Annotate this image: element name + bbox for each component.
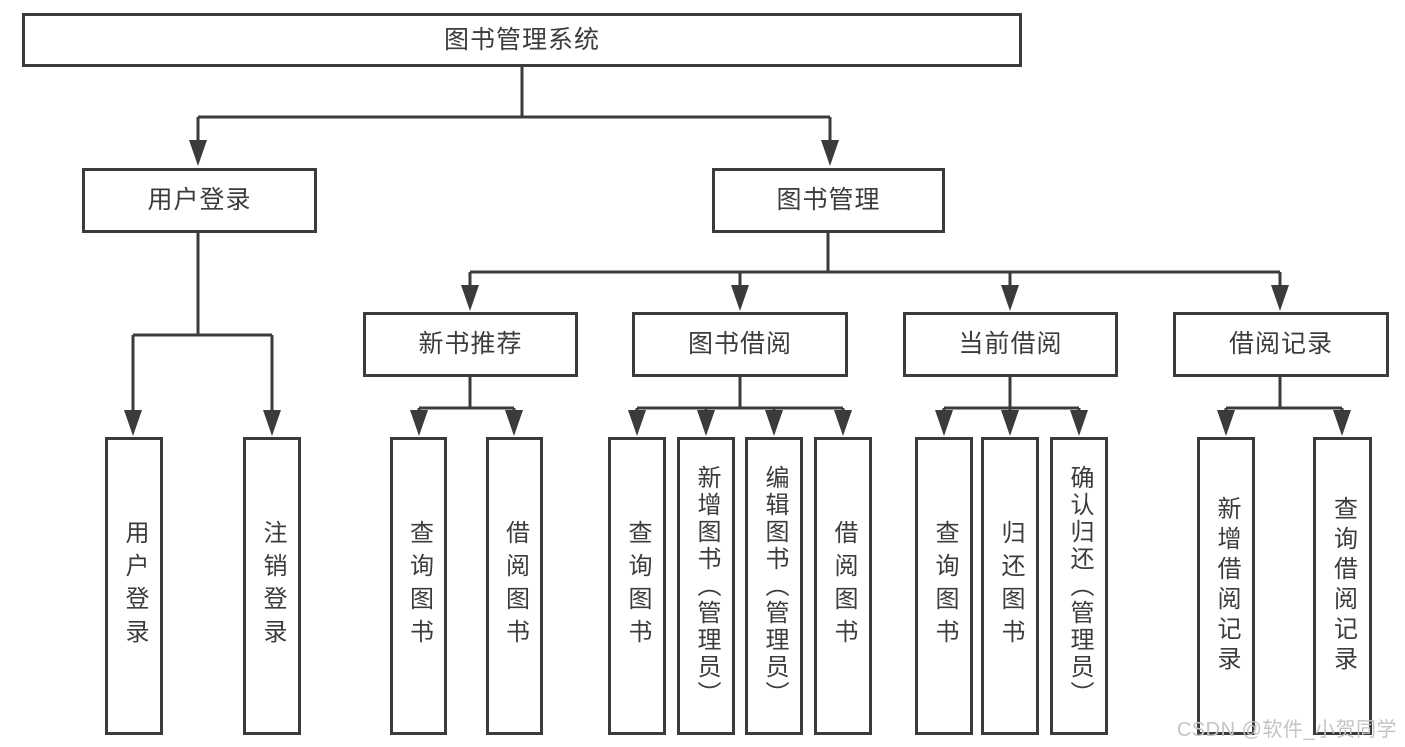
leaf-edit-books-admin: 编辑图书（管理员） [745,437,803,735]
node-current-borrow: 当前借阅 [903,312,1118,377]
leaf-label: 用户登录 [121,520,148,652]
leaf-confirm-return-admin: 确认归还（管理员） [1050,437,1108,735]
leaf-query-books-current: 查询图书 [915,437,973,735]
leaf-label: 注销登录 [259,520,286,652]
leaf-label: 查询图书 [405,520,433,652]
leaf-label: 编辑图书（管理员） [761,464,788,708]
leaf-label: 查询图书 [624,520,651,652]
node-label: 图书管理系统 [443,25,600,54]
node-label: 借阅记录 [1228,330,1333,358]
node-label: 新书推荐 [418,330,523,358]
node-label: 图书借阅 [687,330,792,358]
leaf-user-login: 用户登录 [105,437,163,735]
leaf-query-books-newbook: 查询图书 [390,437,447,735]
leaf-borrow-books-newbook: 借阅图书 [486,437,543,735]
watermark: CSDN @软件_小贺同学 [1176,719,1397,741]
leaf-borrow-books: 借阅图书 [814,437,872,735]
leaf-add-books-admin: 新增图书（管理员） [677,437,735,735]
leaf-query-borrow-record: 查询借阅记录 [1313,437,1372,735]
leaf-add-borrow-record: 新增借阅记录 [1197,437,1255,735]
leaf-label: 确认归还（管理员） [1066,464,1093,708]
leaf-label: 查询借阅记录 [1329,496,1357,676]
leaf-label: 借阅图书 [501,520,529,652]
leaf-label: 归还图书 [997,520,1024,652]
node-library-management-system: 图书管理系统 [22,13,1022,67]
leaf-return-books: 归还图书 [981,437,1039,735]
leaf-query-books-borrow: 查询图书 [608,437,666,735]
node-book-borrow: 图书借阅 [632,312,848,377]
node-label: 图书管理 [776,186,881,214]
leaf-label: 新增图书（管理员） [693,464,720,708]
leaf-label: 查询图书 [931,520,958,652]
leaf-label: 新增借阅记录 [1213,496,1240,676]
arrowheads [124,140,1351,436]
node-user-login: 用户登录 [82,168,317,233]
node-borrow-records: 借阅记录 [1173,312,1389,377]
leaf-label: 借阅图书 [830,520,857,652]
leaf-logout: 注销登录 [243,437,301,735]
node-book-management: 图书管理 [712,168,945,233]
node-label: 用户登录 [147,186,252,214]
node-label: 当前借阅 [958,330,1063,358]
node-new-book-recommend: 新书推荐 [363,312,578,377]
